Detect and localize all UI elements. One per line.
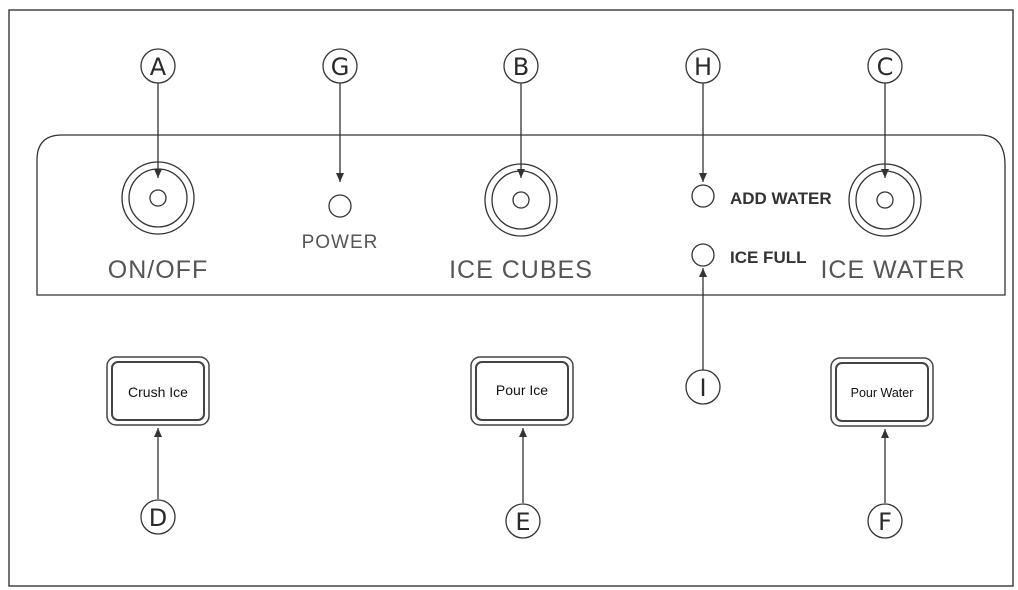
- callout-i: I: [685, 268, 721, 405]
- ice-cubes-label: ICE CUBES: [449, 256, 593, 284]
- callout-g-letter: G: [331, 53, 350, 81]
- ice-water-label: ICE WATER: [820, 256, 965, 284]
- on-off-label: ON/OFF: [108, 256, 208, 284]
- power-label: POWER: [302, 232, 379, 253]
- callout-d-letter: D: [149, 504, 167, 532]
- on-off-button[interactable]: [121, 161, 195, 235]
- callout-f-letter: F: [878, 508, 892, 536]
- control-panel-outline: [36, 134, 1006, 296]
- add-water-indicator-light: [691, 184, 715, 208]
- power-indicator-light: [328, 194, 352, 218]
- callout-e: E: [505, 428, 541, 539]
- callout-b: B: [503, 48, 539, 178]
- callout-i-letter: I: [699, 374, 706, 402]
- callout-a-letter: A: [150, 53, 167, 81]
- callout-h-letter: H: [694, 53, 712, 81]
- ice-cubes-button[interactable]: [484, 163, 558, 237]
- callout-a: A: [140, 48, 176, 178]
- callout-g: G: [322, 48, 358, 182]
- callout-c-letter: C: [877, 53, 894, 81]
- ice-full-indicator-light: [691, 243, 715, 267]
- pour-water-button[interactable]: Pour Water: [830, 357, 934, 427]
- callout-e-letter: E: [515, 508, 530, 536]
- ice-full-label: ICE FULL: [730, 248, 807, 267]
- callout-c: C: [867, 48, 903, 178]
- callout-b-letter: B: [513, 53, 529, 81]
- pour-ice-button[interactable]: Pour Ice: [470, 356, 574, 426]
- crush-ice-label: Crush Ice: [128, 384, 188, 400]
- callout-d: D: [140, 428, 176, 535]
- pour-ice-label: Pour Ice: [496, 382, 548, 398]
- pour-water-label: Pour Water: [851, 386, 914, 400]
- outer-frame: [8, 9, 1014, 587]
- add-water-label: ADD WATER: [730, 189, 832, 208]
- ice-water-button[interactable]: [848, 163, 922, 237]
- callout-f: F: [867, 429, 903, 539]
- crush-ice-button[interactable]: Crush Ice: [106, 356, 210, 426]
- callout-h: H: [685, 48, 721, 182]
